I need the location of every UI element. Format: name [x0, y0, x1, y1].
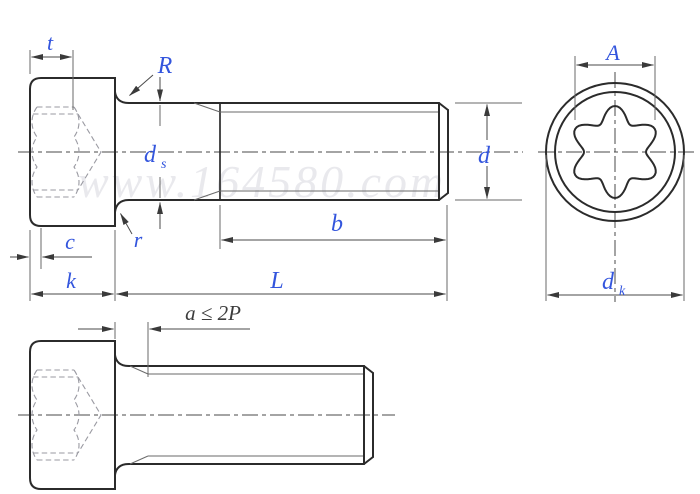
- label-thread-runout-a-2P: a ≤ 2P: [185, 301, 241, 325]
- dimension-ds-shank-diameter: d s: [144, 142, 167, 229]
- label-fillet-radius-r: r: [134, 227, 143, 252]
- label-head-height-k: k: [66, 268, 77, 293]
- label-screw-length-L: L: [269, 268, 283, 294]
- label-socket-depth-t: t: [47, 30, 54, 55]
- dimension-c-head-chamfer: c: [10, 228, 92, 269]
- dimension-R-fillet: R: [129, 53, 173, 126]
- screw-head-outline: [29, 340, 130, 490]
- hidden-torx-socket: [31, 106, 102, 198]
- label-thread-diameter-d: d: [478, 143, 491, 169]
- dimension-a-thread-runout: a ≤ 2P: [78, 301, 250, 377]
- torx-socket-star: [573, 104, 657, 200]
- label-head-chamfer-c: c: [65, 229, 75, 254]
- label-head-diameter-sub-k: k: [619, 284, 626, 299]
- label-thread-length-b: b: [331, 211, 343, 237]
- end-view-head: A d k: [538, 40, 694, 302]
- dimension-b-thread-length: b: [219, 205, 448, 301]
- dimension-r-fillet-lower: r: [120, 213, 143, 252]
- watermark-text: www.164580.com: [78, 156, 446, 207]
- label-head-diameter-d: d: [602, 269, 615, 295]
- dimension-d-thread-diameter: d: [455, 102, 522, 201]
- side-view-full-thread: a ≤ 2P: [18, 301, 395, 490]
- shank-and-thread-outline: [128, 102, 449, 201]
- dimension-t-socket-depth: t: [29, 30, 74, 110]
- side-view-partial-thread: t R d s d b: [10, 30, 523, 301]
- dimension-A-socket-size: A: [574, 40, 656, 120]
- label-shank-diameter-sub-s: s: [161, 157, 167, 172]
- head-chamfer-circle: [554, 91, 676, 213]
- dimension-k-head-height: k: [29, 230, 116, 301]
- label-socket-size-A: A: [604, 40, 620, 65]
- hidden-torx-socket: [31, 369, 102, 461]
- head-outer-circle: [545, 82, 685, 222]
- dimension-L-screw-length: L: [116, 268, 446, 297]
- dimension-dk-head-diameter: d k: [545, 155, 685, 301]
- screw-head-outline: [29, 77, 130, 227]
- label-fillet-radius-R: R: [157, 53, 173, 79]
- label-shank-diameter-d: d: [144, 142, 157, 168]
- thread-outline: [128, 365, 374, 465]
